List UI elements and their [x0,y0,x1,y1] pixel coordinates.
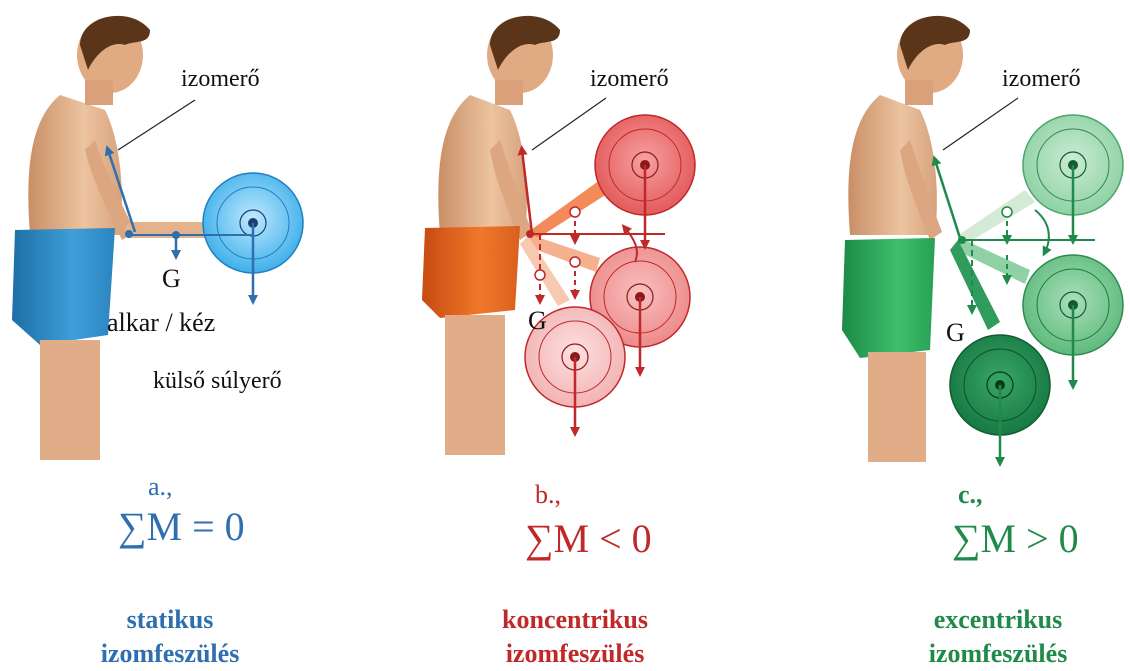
panel-c-muscle-label: izomerő [1002,66,1081,93]
panel-a-equation: ∑M = 0 [118,503,245,550]
panel-c-equation: ∑M > 0 [952,515,1079,562]
panel-c-plates [950,115,1123,435]
panel-a-title-line2: izomfeszülés [50,637,290,671]
panel-b-plates [525,115,695,407]
panel-a-title-line1: statikus [50,603,290,637]
panel-a-title: statikus izomfeszülés [50,603,290,671]
panel-a-weight-label: külső súlyerő [153,368,282,395]
panel-b-g-label: G [528,306,547,336]
panel-c-title-line1: excentrikus [878,603,1118,637]
panel-c-letter: c., [958,480,983,510]
panel-b-equation: ∑M < 0 [525,515,652,562]
panel-b-title-line2: izomfeszülés [455,637,695,671]
panel-a-forearm-label: alkar / kéz [107,308,215,338]
panel-b-title: koncentrikus izomfeszülés [455,603,695,671]
panel-b-title-line1: koncentrikus [455,603,695,637]
panel-c-g-label: G [946,318,965,348]
panel-b-muscle-label: izomerő [590,66,669,93]
panel-c-title: excentrikus izomfeszülés [878,603,1118,671]
panel-a-muscle-label: izomerő [181,66,260,93]
panel-c-title-line2: izomfeszülés [878,637,1118,671]
panel-a-letter: a., [148,472,173,502]
panel-a-g-label: G [162,264,181,294]
panel-b-letter: b., [535,480,561,510]
